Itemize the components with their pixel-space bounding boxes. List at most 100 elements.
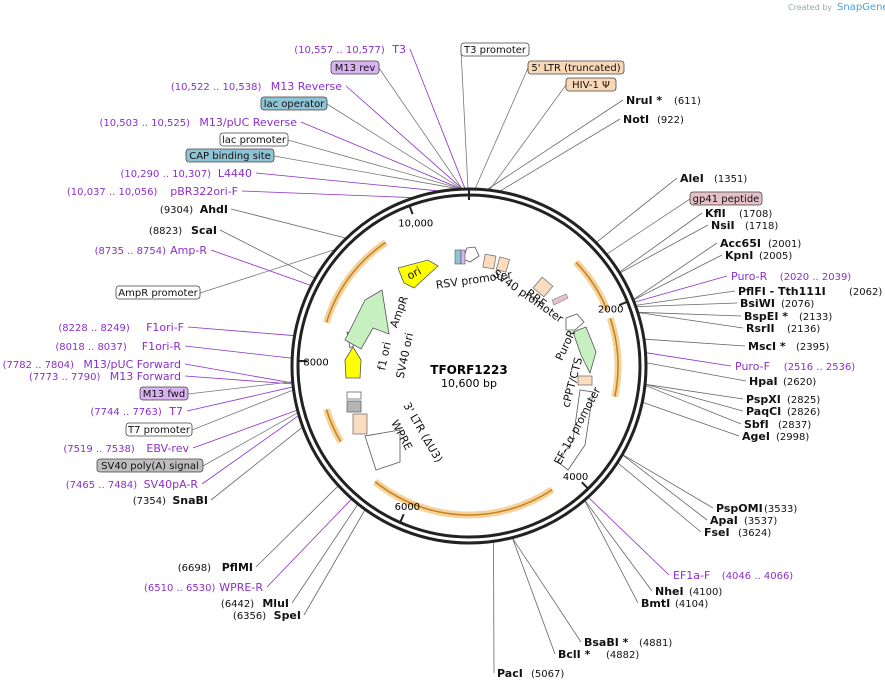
leader-line — [622, 454, 714, 509]
leader-line — [489, 84, 567, 190]
enzyme-position: (2005) — [759, 251, 792, 262]
enzyme-position: (2062) — [849, 287, 882, 298]
outer-labels: NruI *(611)NotI(922)AleI(1351)KflI(1708)… — [3, 42, 882, 680]
leader-line — [345, 85, 462, 189]
enzyme-label: RsrII — [746, 322, 775, 335]
enzyme-position: (6698) — [178, 563, 211, 574]
leader-line — [460, 49, 469, 189]
leader-line — [303, 510, 366, 616]
feature-box — [185, 148, 275, 163]
feature-box — [139, 386, 189, 401]
feature-box — [219, 132, 289, 147]
leader-line — [210, 249, 311, 286]
enzyme-label: NruI * — [626, 94, 662, 107]
primer-label: EBV-rev — [146, 442, 189, 455]
label-f1-ori: f1 ori — [375, 341, 394, 372]
leader-line — [512, 538, 582, 643]
enzyme-label: NsiI — [711, 219, 735, 232]
primer-label: SV40pA-R — [144, 478, 199, 491]
leader-line — [622, 455, 708, 521]
puror-arrow — [572, 326, 597, 375]
psi-box — [495, 256, 510, 273]
leader-line — [291, 504, 358, 604]
leader-line — [255, 172, 438, 192]
label-ampr: AmpR — [387, 294, 411, 330]
feature-box-label: HIV-1 Ψ — [572, 80, 610, 91]
leader-line — [191, 389, 293, 431]
enzyme-label: MscI * — [748, 340, 786, 353]
feature-box — [260, 96, 328, 111]
lac-box — [454, 249, 462, 265]
enzyme-position: (6442) — [221, 599, 254, 610]
primer-label: Amp-R — [170, 244, 207, 257]
enzyme-position: (6356) — [233, 611, 266, 622]
primer-position: (10,290 .. 10,307) — [121, 169, 212, 180]
enzyme-label: PflMI — [222, 561, 253, 574]
enzyme-label: PflFI - Tth111I — [738, 285, 826, 298]
label-sv40-ori: SV40 ori — [394, 332, 416, 380]
feature-box-label: M13 rev — [335, 63, 376, 74]
primer-label: T3 — [391, 43, 406, 56]
enzyme-position: (2620) — [783, 377, 816, 388]
leader-line — [266, 499, 352, 588]
leader-line — [474, 67, 529, 189]
enzyme-position: (4100) — [689, 587, 722, 598]
enzyme-position: (3624) — [738, 528, 771, 539]
leader-line — [326, 103, 461, 189]
enzyme-label: PspOMI — [716, 502, 763, 515]
primer-label: EF1a-F — [673, 569, 710, 582]
leader-line — [500, 118, 621, 192]
leader-line — [287, 139, 460, 189]
leader-line — [202, 412, 298, 467]
leader-line — [184, 375, 292, 385]
leader-line — [230, 208, 346, 239]
enzyme-label: NheI — [655, 585, 684, 598]
primer-position: (7744 .. 7763) — [90, 407, 162, 418]
leader-line — [638, 311, 742, 317]
orf-band — [573, 259, 611, 312]
enzyme-label: KpnI — [725, 249, 753, 262]
enzyme-position: (1351) — [714, 174, 747, 185]
enzyme-position: (4882) — [606, 650, 639, 661]
leader-line — [300, 121, 460, 189]
sv40-ori-arrow — [344, 346, 362, 379]
primer-label: Puro-R — [731, 270, 768, 283]
leader-lines — [184, 48, 747, 674]
enzyme-position: (9304) — [160, 205, 193, 216]
primer-position: (8735 .. 8754) — [95, 246, 167, 257]
feature-box — [565, 77, 617, 92]
leader-line — [210, 427, 303, 501]
ring-tick-label: 4000 — [563, 472, 588, 483]
enzyme-position: (922) — [657, 115, 684, 126]
leader-line — [273, 155, 457, 189]
primer-label: T7 — [168, 405, 183, 418]
feature-box-label: T7 promoter — [127, 425, 191, 436]
leader-line — [201, 415, 299, 485]
primer-position: (7773 .. 7790) — [29, 372, 101, 383]
ef1a-promoter-arrow — [557, 389, 594, 471]
enzyme-label: AleI — [680, 172, 704, 185]
primer-position: (10,037 .. 10,056) — [67, 187, 158, 198]
primer-position: (10,522 .. 10,538) — [171, 82, 262, 93]
leader-line — [620, 224, 709, 273]
ring-tick — [618, 300, 628, 307]
leader-line — [184, 345, 292, 359]
leader-line — [588, 497, 670, 576]
enzyme-position: (1718) — [745, 221, 778, 232]
enzyme-label: AgeI — [742, 430, 770, 443]
enzyme-label: PacI — [497, 667, 523, 680]
leader-line — [645, 385, 742, 425]
ampr-arrow — [344, 289, 390, 350]
primer-position: (10,557 .. 10,577) — [294, 45, 385, 56]
leader-line — [633, 254, 723, 300]
feature-box-label: lac operator — [264, 99, 325, 110]
plasmid-size: 10,600 bp — [441, 377, 497, 390]
leader-line — [255, 486, 339, 568]
orf-line — [325, 241, 387, 323]
leader-line — [378, 67, 462, 189]
orf-line — [609, 318, 619, 397]
leader-line — [409, 48, 466, 189]
primer-label: Puro-F — [735, 360, 770, 373]
primer-label: L4440 — [218, 167, 252, 180]
